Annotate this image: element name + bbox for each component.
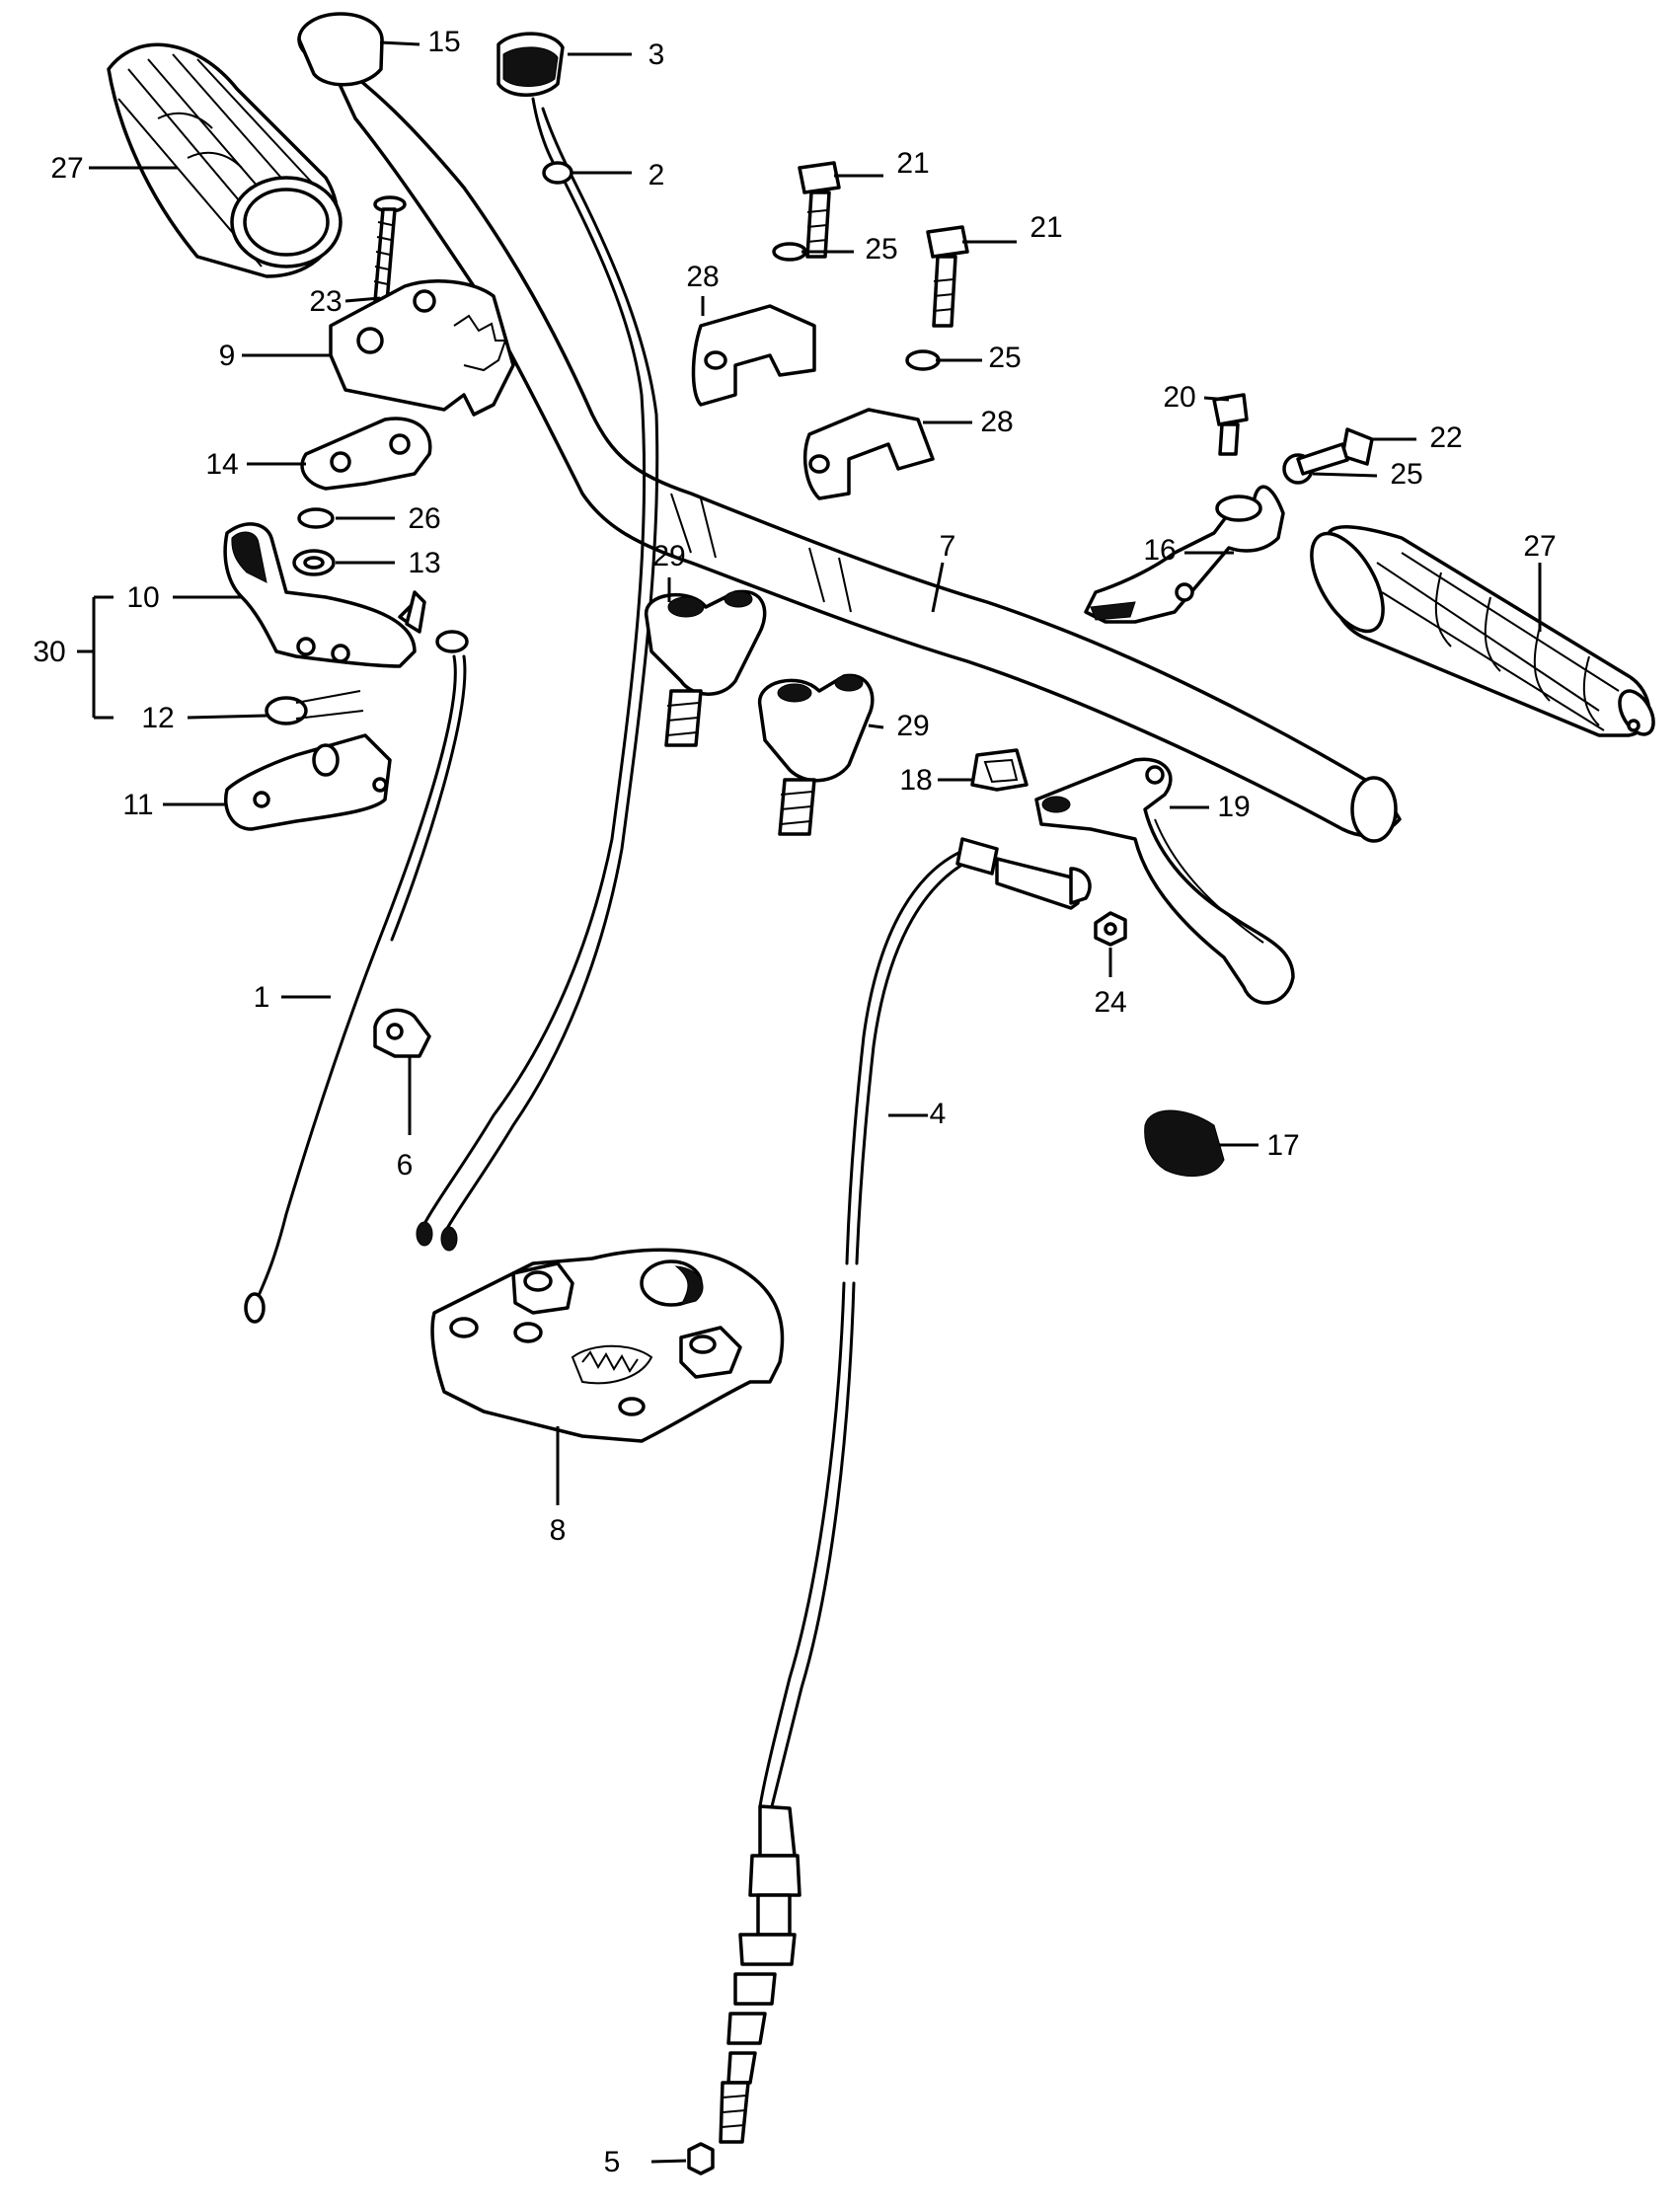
cable-barrel-adjuster (719, 1804, 801, 2144)
bolt-21-b (926, 225, 969, 328)
callout-10: 10 (126, 581, 159, 614)
leader-lines (77, 40, 1542, 2164)
bracket-14 (300, 417, 432, 491)
callout-21-b: 21 (1030, 211, 1062, 244)
callout-9: 9 (219, 340, 236, 372)
callout-28-a: 28 (686, 261, 719, 293)
nut-24 (1094, 911, 1127, 947)
callout-29-b: 29 (896, 710, 929, 742)
callout-27-a: 27 (50, 152, 83, 185)
throttle-cable-1 (252, 654, 457, 1310)
callout-13: 13 (408, 547, 440, 579)
cable-clamp-6 (373, 1008, 431, 1058)
callout-17: 17 (1266, 1129, 1299, 1162)
cable-end-ring (435, 630, 469, 653)
callout-labels: 15 3 2 21 21 25 25 25 28 28 20 22 16 27 … (33, 26, 1556, 2178)
callout-29-a: 29 (652, 540, 685, 572)
callout-26: 26 (408, 502, 440, 535)
callout-19: 19 (1217, 791, 1250, 823)
clip-18 (970, 748, 1029, 792)
right-grip-27 (1310, 525, 1655, 737)
kill-switch-3 (496, 32, 565, 97)
nut-5 (687, 2142, 715, 2175)
return-spring-12 (265, 690, 364, 725)
callout-14: 14 (205, 448, 238, 481)
pivot-bolt-20 (1212, 393, 1249, 456)
wire-grommet (542, 161, 573, 185)
switch-wire-2 (422, 97, 647, 1226)
callout-16: 16 (1143, 534, 1176, 567)
callout-21-a: 21 (896, 147, 929, 180)
switch-housing-8 (430, 1248, 785, 1443)
clutch-lever-holder-16 (1084, 485, 1285, 624)
callout-12: 12 (141, 702, 174, 734)
callout-7: 7 (940, 530, 956, 563)
cable-adjuster (955, 837, 999, 876)
wire-end-a (416, 1221, 433, 1247)
callout-2: 2 (648, 159, 665, 191)
callout-30: 30 (33, 636, 65, 668)
holder-28-a (691, 304, 816, 407)
callout-25-c: 25 (1390, 458, 1422, 491)
throttle-housing-9 (329, 279, 515, 417)
riser-29-b (758, 673, 875, 836)
callout-3: 3 (648, 38, 665, 71)
bolt-22 (1296, 427, 1374, 476)
callout-27-b: 27 (1523, 530, 1556, 563)
washer-25-b (905, 349, 941, 371)
callout-15: 15 (427, 26, 460, 58)
riser-29-a (645, 589, 767, 747)
collar-15 (297, 12, 384, 87)
callout-8: 8 (550, 1514, 567, 1547)
wire-end-b (440, 1226, 458, 1252)
callout-22: 22 (1429, 421, 1462, 454)
callout-25-b: 25 (988, 342, 1021, 374)
handlebar (324, 52, 1402, 843)
callout-25-a: 25 (865, 233, 897, 266)
circlip-26 (297, 507, 335, 529)
callout-23: 23 (309, 285, 342, 318)
throttle-pulley-10 (223, 522, 424, 668)
callout-28-b: 28 (980, 406, 1013, 438)
washer-13 (292, 549, 336, 576)
cap-17 (1144, 1109, 1225, 1178)
callout-1: 1 (254, 981, 270, 1014)
throttle-housing-lower-11 (224, 733, 392, 831)
holder-28-b (802, 408, 935, 500)
callout-5: 5 (604, 2146, 621, 2178)
washer-25-a (772, 242, 807, 262)
bolt-21-a (798, 161, 841, 259)
callout-20: 20 (1163, 381, 1195, 414)
cable-nipple (244, 1292, 266, 1324)
callout-6: 6 (397, 1149, 414, 1182)
screw-23 (373, 195, 407, 304)
left-grip-27 (107, 42, 343, 278)
clutch-lever-19 (1034, 757, 1295, 1005)
clutch-cable-4 (758, 847, 969, 1808)
callout-11: 11 (122, 789, 153, 821)
callout-24: 24 (1094, 986, 1126, 1019)
callout-4: 4 (930, 1098, 947, 1130)
callout-18: 18 (899, 764, 932, 797)
